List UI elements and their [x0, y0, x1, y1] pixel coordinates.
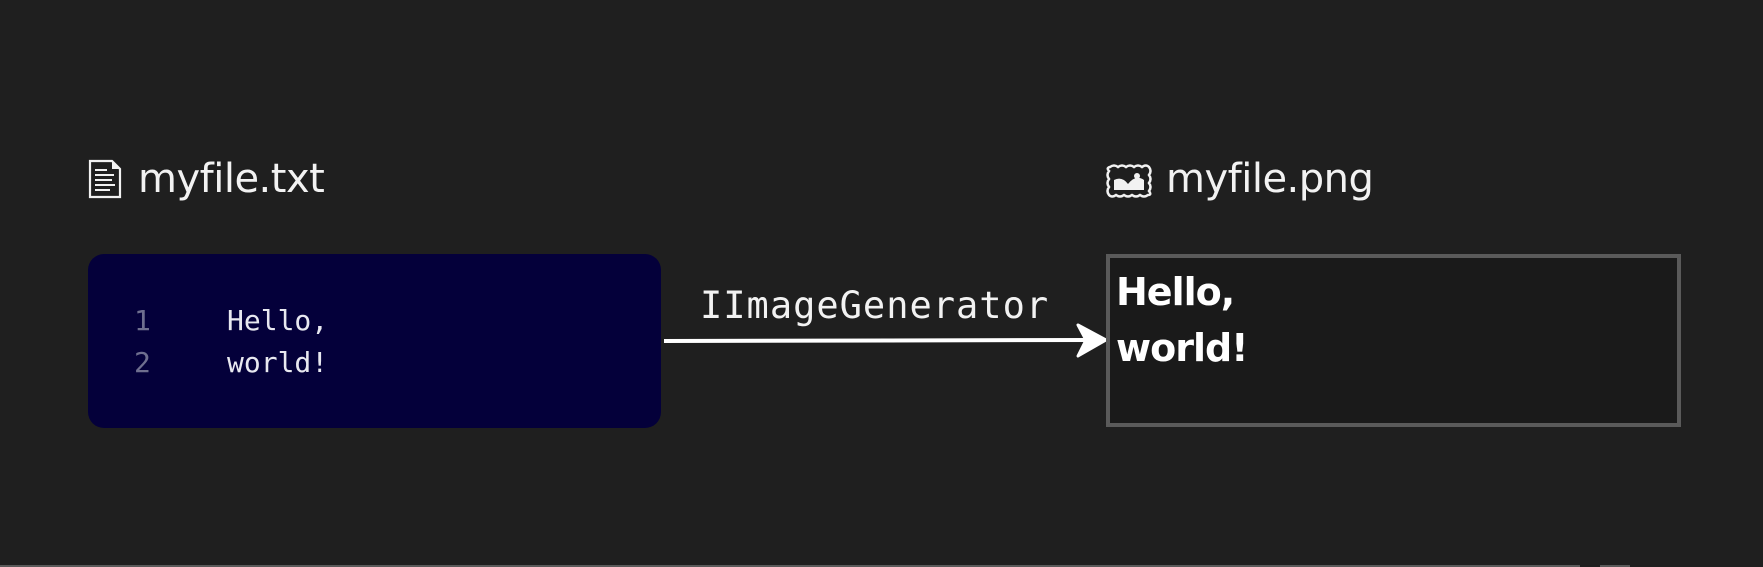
- output-filename: myfile.png: [1166, 156, 1374, 202]
- transform-label: IImageGenerator: [700, 284, 1050, 327]
- line-text: Hello,: [227, 304, 329, 337]
- rendered-line: world!: [1116, 326, 1249, 370]
- source-filename: myfile.txt: [138, 156, 325, 202]
- bottom-divider: [1600, 565, 1630, 567]
- right-arrow-icon: [663, 323, 1108, 358]
- source-code-panel: [88, 254, 661, 428]
- text-file-icon: [88, 159, 122, 199]
- source-file-title: myfile.txt: [88, 156, 325, 202]
- output-image-panel: [1106, 254, 1681, 427]
- rendered-image-text: Hello, world!: [1116, 264, 1249, 376]
- image-file-icon: [1106, 162, 1152, 198]
- output-file-title: myfile.png: [1106, 156, 1374, 202]
- line-number: 1: [134, 304, 151, 337]
- line-number: 2: [134, 346, 151, 379]
- line-text: world!: [227, 346, 329, 379]
- bottom-divider: [0, 565, 1580, 567]
- rendered-line: Hello,: [1116, 270, 1235, 314]
